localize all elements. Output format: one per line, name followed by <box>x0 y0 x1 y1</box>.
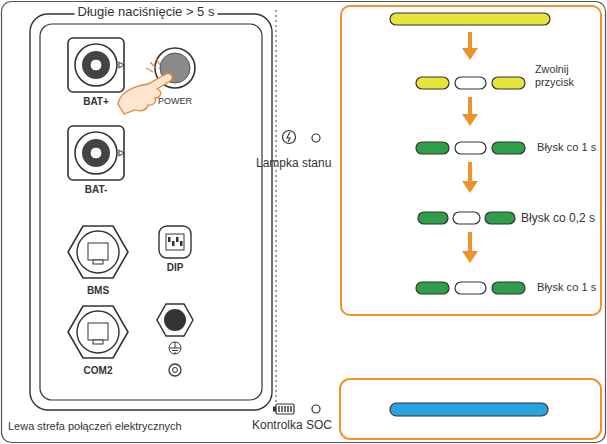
sequence-arrows <box>462 32 478 263</box>
step-note: Zwolnij przycisk <box>535 63 597 89</box>
com2-port <box>68 306 128 358</box>
blink-note: Błysk co 1 s <box>537 281 596 294</box>
blink-note: Błysk co 0,2 s <box>521 211 595 225</box>
soc-blue-bar <box>390 403 548 416</box>
button-label: POWER <box>158 96 192 106</box>
ground-terminal <box>157 304 193 376</box>
status-sequence-panel: Zwolnij przyciskBłysk co 1 s Błysk co 0,2… <box>340 5 602 316</box>
dip-switch <box>159 226 191 258</box>
device-panel-inner <box>40 24 262 400</box>
blink-note: Błysk co 1 s <box>537 141 596 154</box>
port-label: BAT- <box>85 184 108 196</box>
indicator-label: Lampka stanu <box>256 157 331 171</box>
port-label: COM2 <box>84 365 113 377</box>
port-label: BMS <box>87 285 109 297</box>
indicator-label: Kontrolka SOC <box>252 419 332 433</box>
dip-switch-keys <box>168 237 183 246</box>
port-label: DIP <box>167 262 184 274</box>
divider-line <box>275 10 276 404</box>
bat-plus-connector <box>68 38 124 92</box>
bat-minus-connector <box>68 126 124 180</box>
soc-indicator-panel <box>340 379 601 439</box>
device-panel <box>30 14 272 410</box>
status-lamp-icon <box>283 131 321 144</box>
port-label: BAT+ <box>83 96 109 108</box>
action-note: Długie naciśnięcie > 5 s <box>75 5 218 20</box>
bms-port <box>68 226 128 278</box>
area-caption: Lewa strefa połączeń elektrycznych <box>8 420 182 433</box>
led-sequence <box>390 13 550 294</box>
soc-battery-icon <box>273 404 320 414</box>
